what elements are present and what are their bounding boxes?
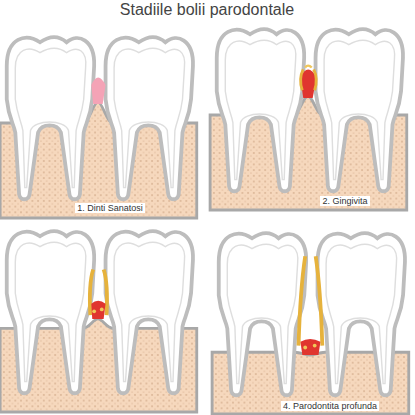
- tartar-dot: [303, 346, 307, 350]
- tooth-dentin: [225, 40, 296, 179]
- tartar-dot: [313, 344, 317, 348]
- inflamed-gum: [300, 69, 316, 98]
- tartar: [305, 66, 312, 68]
- gingivitis-teeth: [210, 29, 407, 210]
- stage-label: 1. Dinti Sanatosi: [75, 203, 145, 213]
- tooth-dentin: [15, 48, 86, 187]
- tartar: [316, 256, 323, 345]
- tooth-dentin: [114, 242, 185, 381]
- tooth-dentin: [326, 244, 397, 383]
- inflamed-gum: [300, 339, 320, 355]
- deep-periodontitis-teeth: [212, 233, 409, 414]
- diagram-title: Stadiile bolii parodontale: [118, 1, 296, 19]
- tooth-dentin: [15, 242, 86, 381]
- tooth: [318, 233, 405, 395]
- tartar: [314, 69, 317, 90]
- tartar: [299, 256, 306, 345]
- tooth: [106, 231, 193, 393]
- tooth: [7, 37, 94, 199]
- healthy-teeth: [0, 37, 197, 218]
- tooth-dentin: [227, 244, 298, 383]
- periodontitis-teeth: [0, 231, 197, 412]
- stage-label: 4. Parodontita profunda: [281, 401, 379, 411]
- tooth: [106, 37, 193, 199]
- tooth: [217, 29, 304, 191]
- tooth-dentin: [324, 40, 395, 179]
- stage-label: 2. Gingivita: [320, 196, 369, 206]
- gum-papilla: [91, 77, 105, 104]
- tooth-dentin: [114, 48, 185, 187]
- tooth: [219, 233, 306, 395]
- tartar: [301, 69, 304, 90]
- tartar-dot: [92, 309, 96, 313]
- tooth: [7, 231, 94, 393]
- tooth: [316, 29, 403, 191]
- inflamed-gum: [91, 301, 105, 319]
- tartar-dot: [100, 308, 104, 312]
